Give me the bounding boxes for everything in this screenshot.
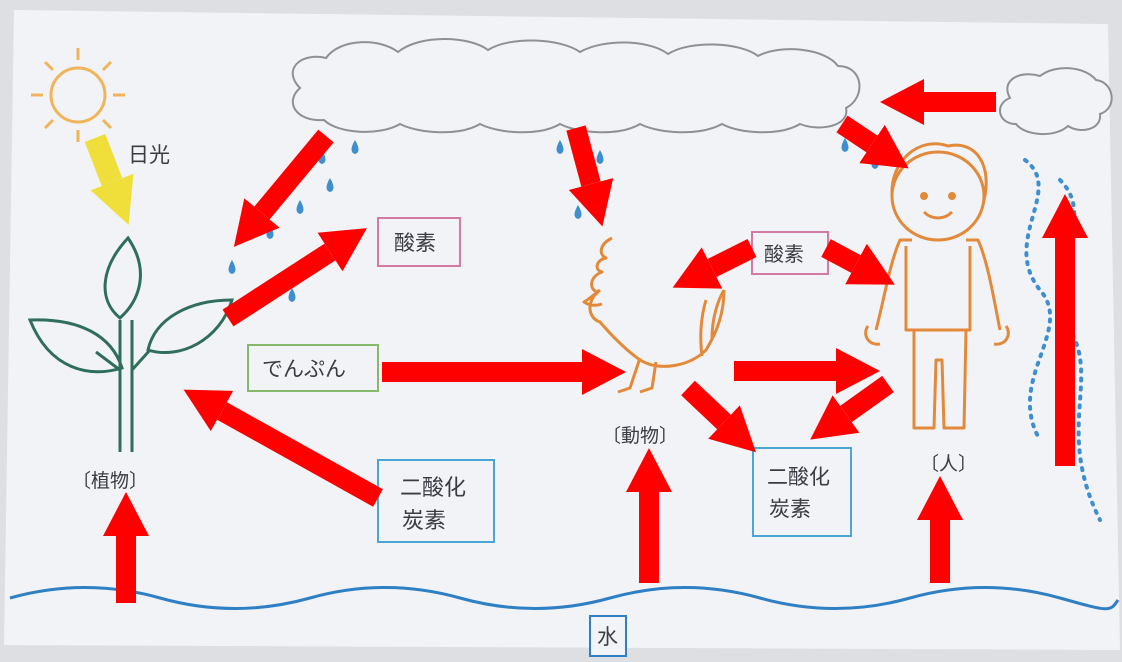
- plant-illustration: [27, 235, 235, 452]
- arrow-rain-to-human: [836, 115, 909, 169]
- plant-label: 〔植物〕: [72, 470, 148, 492]
- co2-box-left: 二酸化 炭素: [377, 459, 495, 543]
- oxygen-label-left: 酸素: [394, 231, 436, 255]
- red-arrows: [103, 79, 1088, 603]
- arrow-co2-to-plant: [183, 389, 383, 507]
- water-wave: [9, 586, 1120, 611]
- cloud-large: [291, 38, 861, 134]
- co2-label-right-line2: 炭素: [769, 497, 811, 521]
- cloud-small: [999, 67, 1113, 135]
- arrow-rain-to-plant: [233, 129, 334, 247]
- sunlight-label: 日光: [128, 143, 170, 167]
- arrow-animal-to-co2: [681, 380, 756, 453]
- water-label: 水: [597, 625, 618, 649]
- oxygen-box-left: 酸素: [377, 217, 461, 267]
- animal-label: 〔動物〕: [602, 425, 678, 447]
- arrow-oxygen-to-human: [821, 239, 895, 285]
- oxygen-label-right: 酸素: [764, 242, 804, 266]
- water-box: 水: [589, 615, 627, 657]
- starch-label: でんぷん: [262, 357, 346, 381]
- oxygen-box-right: 酸素: [751, 231, 829, 275]
- co2-label-left-line2: 炭素: [402, 509, 446, 534]
- arrow-human-to-co2: [810, 375, 894, 440]
- arrow-plant-to-oxygen: [222, 228, 367, 327]
- co2-label-left-line1: 二酸化: [400, 476, 466, 501]
- human-illustration: [864, 142, 1010, 430]
- starch-box: でんぷん: [247, 344, 379, 392]
- human-label: 〔人〕: [920, 453, 977, 475]
- arrow-rain-to-animal: [566, 125, 614, 227]
- co2-label-right-line1: 二酸化: [767, 465, 830, 489]
- arrow-oxygen-to-animal: [672, 239, 757, 289]
- co2-box-right: 二酸化 炭素: [752, 447, 852, 537]
- sunlight-arrow: [84, 134, 134, 225]
- sun-icon: [31, 48, 125, 142]
